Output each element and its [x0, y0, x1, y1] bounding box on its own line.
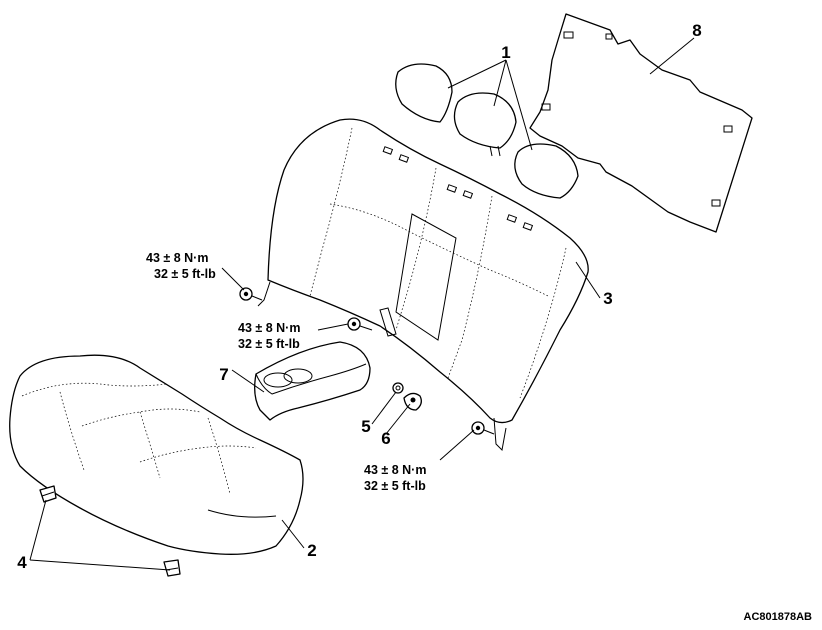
torque-imperial: 32 ± 5 ft-lb — [238, 337, 300, 351]
torque-spec-center: 43 ± 8 N·m 32 ± 5 ft-lb — [238, 321, 300, 351]
armrest — [254, 341, 371, 421]
leader-lines — [29, 37, 695, 571]
headrest-left — [395, 63, 453, 123]
seatback — [257, 118, 589, 452]
callout-3: 3 — [603, 289, 612, 308]
seat-cushion — [9, 354, 304, 555]
part-5 — [392, 382, 404, 394]
torque-imperial: 32 ± 5 ft-lb — [364, 479, 426, 493]
callout-8: 8 — [692, 21, 701, 40]
back-panel — [529, 13, 753, 233]
bolt-right — [471, 421, 495, 435]
callout-4: 4 — [17, 553, 27, 572]
torque-spec-right: 43 ± 8 N·m 32 ± 5 ft-lb — [364, 463, 426, 493]
torque-spec-left: 43 ± 8 N·m 32 ± 5 ft-lb — [146, 251, 216, 281]
torque-imperial: 32 ± 5 ft-lb — [154, 267, 216, 281]
headrest-right — [514, 143, 579, 199]
callout-6: 6 — [381, 429, 390, 448]
torque-metric: 43 ± 8 N·m — [238, 321, 300, 335]
clip-lower — [163, 559, 181, 577]
clip-upper — [39, 485, 57, 503]
callout-7: 7 — [219, 365, 228, 384]
callout-1: 1 — [501, 43, 510, 62]
bolt-left — [239, 287, 263, 301]
callout-2: 2 — [307, 541, 316, 560]
figure-id: AC801878AB — [744, 611, 813, 623]
callout-5: 5 — [361, 417, 370, 436]
torque-metric: 43 ± 8 N·m — [364, 463, 426, 477]
torque-metric: 43 ± 8 N·m — [146, 251, 208, 265]
headrest-middle — [453, 92, 517, 157]
